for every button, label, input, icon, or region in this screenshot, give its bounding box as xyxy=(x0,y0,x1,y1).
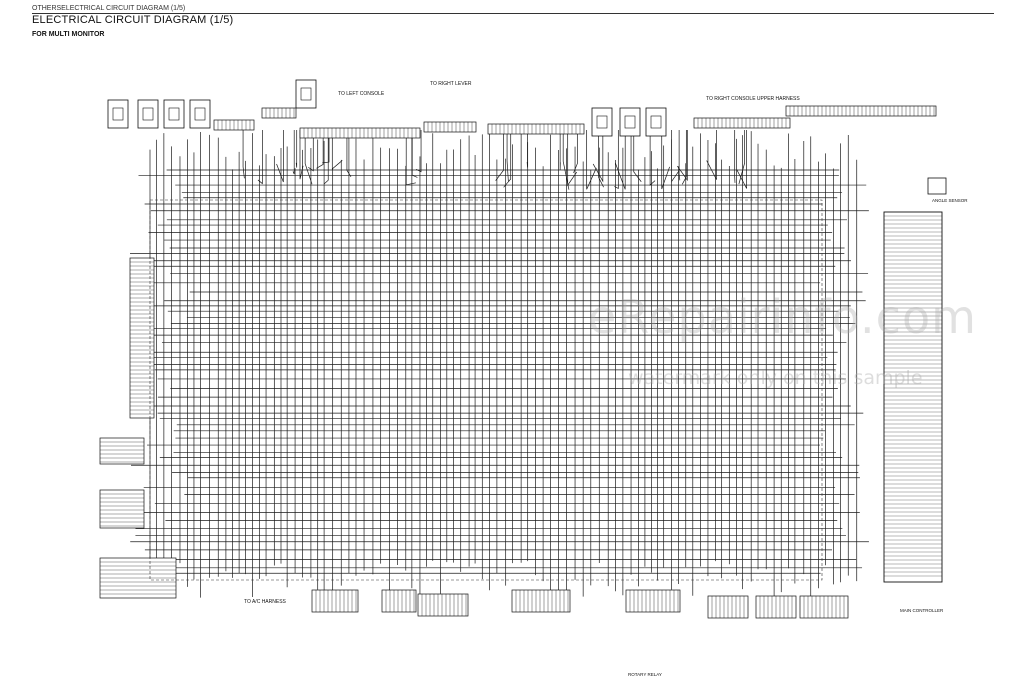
wire xyxy=(633,130,642,182)
wire xyxy=(495,130,504,181)
label-to-ac-harness: TO A/C HARNESS xyxy=(244,599,287,605)
wire xyxy=(405,130,416,186)
wire xyxy=(681,130,687,185)
wire-network xyxy=(130,130,869,599)
running-header: OTHERSELECTRICAL CIRCUIT DIAGRAM (1/5) xyxy=(32,4,994,14)
connector-block xyxy=(417,593,469,617)
sensor-symbol xyxy=(650,115,662,129)
connector-block xyxy=(625,589,681,613)
label-to-right-console-upper-harness: TO RIGHT CONSOLE UPPER HARNESS xyxy=(706,96,800,102)
wire xyxy=(242,130,245,179)
sensor-symbol xyxy=(624,115,636,129)
wire xyxy=(316,130,324,169)
sensor-symbol xyxy=(596,115,608,129)
connector-block xyxy=(511,589,571,613)
wire xyxy=(573,130,578,174)
label-main-controller: MAIN CONTROLLER xyxy=(900,608,944,613)
sensor-box xyxy=(295,79,317,109)
wire xyxy=(503,130,512,188)
wire xyxy=(736,130,747,189)
label-to-right-lever: TO RIGHT LEVER xyxy=(430,81,472,87)
label-angle-sensor: ANGLE SENSOR xyxy=(932,198,968,203)
wire xyxy=(562,130,570,190)
sensor-box xyxy=(619,107,641,137)
terminal-block xyxy=(99,489,145,529)
wire xyxy=(738,130,746,185)
diagram-subtitle: FOR MULTI MONITOR xyxy=(32,31,105,38)
connector-strip xyxy=(423,121,477,133)
connector-block xyxy=(381,589,417,613)
harness-boundary xyxy=(149,199,823,581)
sensor-symbol xyxy=(112,107,124,121)
diagram-title: ELECTRICAL CIRCUIT DIAGRAM (1/5) xyxy=(32,14,234,26)
main-controller-box xyxy=(883,211,943,583)
wire xyxy=(706,130,717,180)
wire xyxy=(295,130,298,168)
sensor-box xyxy=(107,99,129,129)
sensor-symbol xyxy=(168,107,180,121)
connector-strip xyxy=(261,107,297,119)
wire xyxy=(592,130,604,183)
running-header-text: OTHERSELECTRICAL CIRCUIT DIAGRAM (1/5) xyxy=(32,5,186,12)
wire xyxy=(614,130,626,190)
wire xyxy=(614,130,619,190)
label-to-left-console: TO LEFT CONSOLE xyxy=(338,91,385,97)
wire xyxy=(649,130,656,186)
connector-block xyxy=(311,589,359,613)
wire xyxy=(299,130,304,180)
wire xyxy=(276,130,284,183)
sensor-symbol xyxy=(300,87,312,101)
angle-sensor-box xyxy=(927,177,947,195)
sensor-box xyxy=(591,107,613,137)
wire xyxy=(598,130,604,188)
sensor-box xyxy=(137,99,159,129)
wire xyxy=(586,130,597,190)
wire xyxy=(678,130,681,181)
sensor-symbol xyxy=(142,107,154,121)
wire xyxy=(506,130,509,182)
wire xyxy=(661,130,670,190)
sensor-symbol xyxy=(194,107,206,121)
wire xyxy=(671,130,680,183)
wire xyxy=(677,130,688,182)
wire xyxy=(415,130,422,173)
connector-blocks xyxy=(99,79,947,619)
sensor-box xyxy=(163,99,185,129)
label-rotary-relay: ROTARY RELAY xyxy=(628,672,662,677)
terminal-block xyxy=(99,437,145,465)
wire xyxy=(257,130,263,185)
wire xyxy=(292,130,295,175)
connector-strip xyxy=(785,105,937,117)
sensor-box xyxy=(189,99,211,129)
wire xyxy=(411,130,418,178)
wire xyxy=(346,130,352,177)
sensor-box xyxy=(645,107,667,137)
wire xyxy=(567,130,578,187)
wire xyxy=(323,130,329,185)
wire xyxy=(304,130,313,185)
wire xyxy=(331,130,343,170)
wire xyxy=(322,130,330,164)
wire xyxy=(308,130,314,172)
